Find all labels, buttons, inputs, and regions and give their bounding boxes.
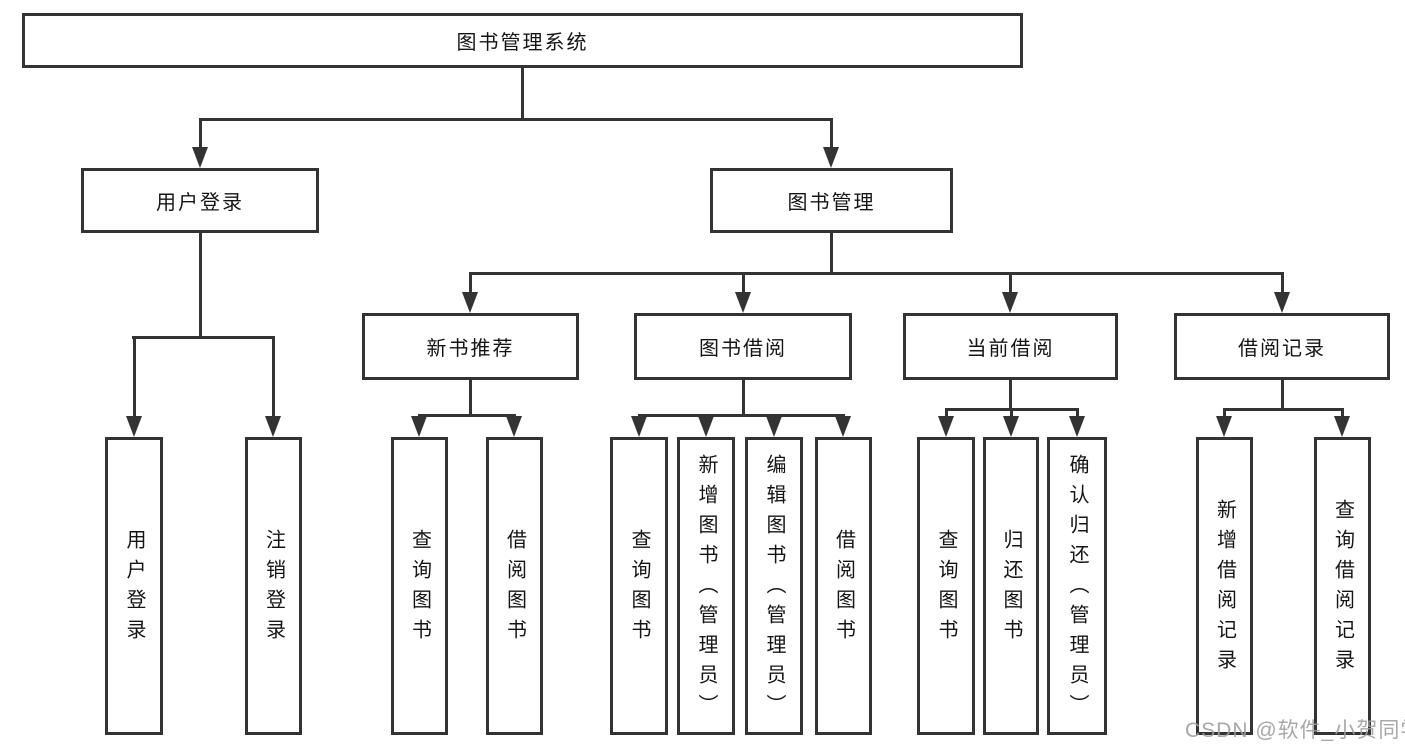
leaf-query-books-borrow: 查询图书 [610, 437, 668, 735]
connector-splitter-book-borrow [638, 414, 845, 417]
arrowhead-add-record [1216, 416, 1232, 437]
connector-drop-book-management [830, 118, 833, 150]
leaf-query-borrow-record: 查询借阅记录 [1314, 437, 1371, 735]
connector-drop-leaf-logout [272, 336, 275, 418]
node-root-library-management-system: 图书管理系统 [22, 13, 1023, 68]
connector-splitter-new-book [418, 414, 516, 417]
arrowhead-user-login [192, 147, 208, 168]
csdn-watermark: CSDN @软件_小贺同学 [1185, 719, 1405, 742]
leaf-borrow-books-recommend: 借阅图书 [486, 437, 543, 735]
arrowhead-return-books [1003, 416, 1019, 437]
node-borrow-records: 借阅记录 [1174, 313, 1390, 380]
leaf-add-books-admin: 新增图书（管理员） [677, 437, 735, 735]
connector-stem-current-borrow [1009, 380, 1012, 408]
leaf-query-books-recommend: 查询图书 [391, 437, 448, 735]
arrowhead-book-management [823, 147, 839, 168]
leaf-logout: 注销登录 [245, 437, 302, 735]
connector-drop-new-book [469, 272, 472, 295]
connector-drop-confirm-return [1076, 408, 1079, 420]
node-current-borrow: 当前借阅 [903, 313, 1118, 380]
node-user-login: 用户登录 [81, 168, 319, 233]
connector-drop-borrow-records [1281, 272, 1284, 295]
connector-drop-query-record [1341, 408, 1344, 420]
arrowhead-borrow-records [1274, 292, 1290, 313]
leaf-borrow-books: 借阅图书 [815, 437, 872, 735]
connector-drop-user-login [199, 118, 202, 150]
arrowhead-add-books [698, 416, 714, 437]
arrowhead-edit-books [766, 416, 782, 437]
arrowhead-current-borrow [1002, 292, 1018, 313]
connector-splitter-root [199, 118, 833, 121]
arrowhead-query-borrow [631, 416, 647, 437]
arrowhead-query-current [938, 416, 954, 437]
connector-stem-root [521, 68, 524, 118]
arrowhead-leaf-user-login [126, 416, 142, 437]
leaf-confirm-return-admin: 确认归还（管理员） [1047, 437, 1107, 735]
connector-stem-book-borrow [742, 380, 745, 414]
node-book-borrow: 图书借阅 [634, 313, 852, 380]
connector-splitter-book-management [469, 272, 1283, 275]
connector-drop-current-borrow [1009, 272, 1012, 295]
connector-drop-book-borrow [742, 272, 745, 295]
connector-stem-borrow-records [1281, 380, 1284, 408]
connector-drop-return-books [1010, 408, 1013, 420]
leaf-return-books: 归还图书 [983, 437, 1039, 735]
connector-stem-book-management [830, 233, 833, 272]
leaf-edit-books-admin: 编辑图书（管理员） [745, 437, 803, 735]
arrowhead-borrow-recommend [506, 416, 522, 437]
leaf-add-borrow-record: 新增借阅记录 [1196, 437, 1253, 735]
arrowhead-leaf-logout [265, 416, 281, 437]
node-book-management: 图书管理 [710, 168, 953, 233]
connector-splitter-borrow-records [1223, 408, 1343, 411]
connector-stem-new-book [469, 380, 472, 414]
arrowhead-new-book [462, 292, 478, 313]
leaf-query-books-current: 查询图书 [917, 437, 975, 735]
connector-splitter-user-login [132, 336, 274, 339]
node-new-book-recommend: 新书推荐 [362, 313, 579, 380]
arrowhead-confirm-return [1069, 416, 1085, 437]
connector-drop-leaf-user-login [133, 336, 136, 418]
leaf-user-login: 用户登录 [105, 437, 163, 735]
arrowhead-book-borrow [735, 292, 751, 313]
connector-drop-add-record [1223, 408, 1226, 420]
connector-stem-user-login [199, 233, 202, 336]
arrowhead-query-recommend [411, 416, 427, 437]
connector-drop-query-current [945, 408, 948, 420]
arrowhead-borrow-books [835, 416, 851, 437]
arrowhead-query-record [1334, 416, 1350, 437]
